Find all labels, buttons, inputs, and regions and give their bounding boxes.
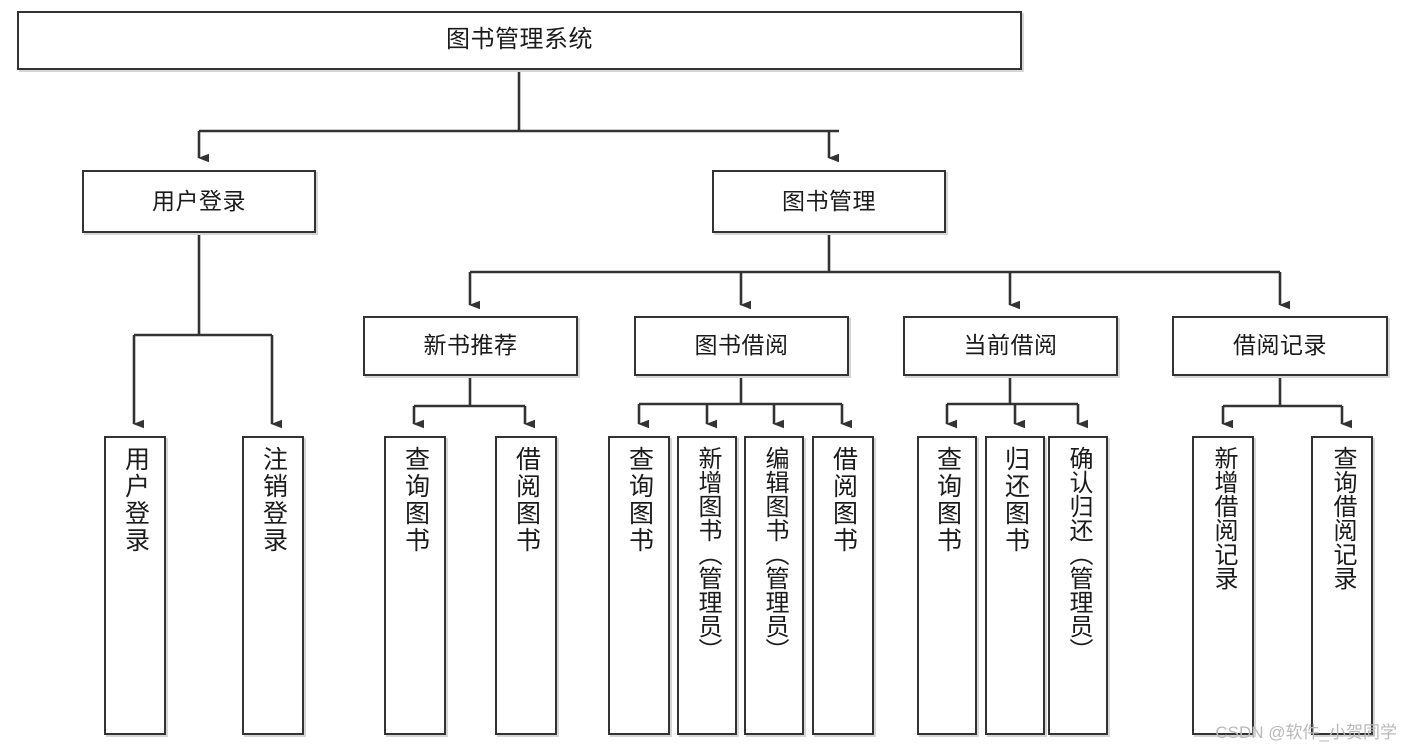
node-leaf-logout[interactable]: 注销登录 xyxy=(242,436,304,735)
node-leaf-return-books[interactable]: 归还图书 xyxy=(985,436,1045,735)
node-label: 查询图书 xyxy=(401,446,430,554)
node-root-book-management-system[interactable]: 图书管理系统 xyxy=(17,11,1022,70)
node-leaf-edit-book-admin[interactable]: 编辑图书（管理员） xyxy=(744,436,804,735)
node-label: 当前借阅 xyxy=(963,332,1058,359)
node-label: 用户登录 xyxy=(121,446,150,554)
node-leaf-query-borrow-record[interactable]: 查询借阅记录 xyxy=(1311,436,1373,735)
node-label: 编辑图书（管理员） xyxy=(761,446,788,662)
node-label: 图书管理 xyxy=(782,187,876,214)
node-leaf-query-books-new-book[interactable]: 查询图书 xyxy=(384,436,446,735)
watermark-text: CSDN @软件_小贺同学 xyxy=(1215,723,1397,742)
node-current-borrowing[interactable]: 当前借阅 xyxy=(903,316,1118,376)
node-label: 查询图书 xyxy=(625,446,654,554)
node-label: 图书管理系统 xyxy=(446,26,593,54)
node-label: 查询图书 xyxy=(933,446,962,554)
node-label: 图书借阅 xyxy=(694,332,789,359)
node-label: 查询借阅记录 xyxy=(1329,446,1356,590)
node-label: 新书推荐 xyxy=(423,332,518,359)
node-book-borrowing[interactable]: 图书借阅 xyxy=(634,316,849,376)
node-leaf-borrow-books-new-book[interactable]: 借阅图书 xyxy=(495,436,557,735)
node-label: 借阅图书 xyxy=(512,446,541,554)
node-label: 借阅图书 xyxy=(829,446,858,554)
node-leaf-borrow-books-borrowing[interactable]: 借阅图书 xyxy=(812,436,874,735)
node-label: 注销登录 xyxy=(259,446,288,554)
node-leaf-user-login[interactable]: 用户登录 xyxy=(104,436,166,735)
node-user-login[interactable]: 用户登录 xyxy=(82,170,316,233)
node-borrowing-record[interactable]: 借阅记录 xyxy=(1172,316,1388,376)
node-label: 新增借阅记录 xyxy=(1210,446,1237,590)
node-leaf-query-books-borrowing[interactable]: 查询图书 xyxy=(608,436,670,735)
node-leaf-confirm-return-admin[interactable]: 确认归还（管理员） xyxy=(1048,436,1108,735)
node-label: 归还图书 xyxy=(1001,446,1030,554)
node-label: 用户登录 xyxy=(152,187,246,214)
node-leaf-add-borrow-record[interactable]: 新增借阅记录 xyxy=(1192,436,1254,735)
node-leaf-query-books-current[interactable]: 查询图书 xyxy=(917,436,977,735)
node-book-management[interactable]: 图书管理 xyxy=(712,170,946,233)
node-label: 确认归还（管理员） xyxy=(1065,446,1092,662)
node-new-book-recommendation[interactable]: 新书推荐 xyxy=(363,316,578,376)
node-label: 新增图书（管理员） xyxy=(694,446,721,662)
node-leaf-add-book-admin[interactable]: 新增图书（管理员） xyxy=(677,436,737,735)
node-label: 借阅记录 xyxy=(1233,332,1327,359)
